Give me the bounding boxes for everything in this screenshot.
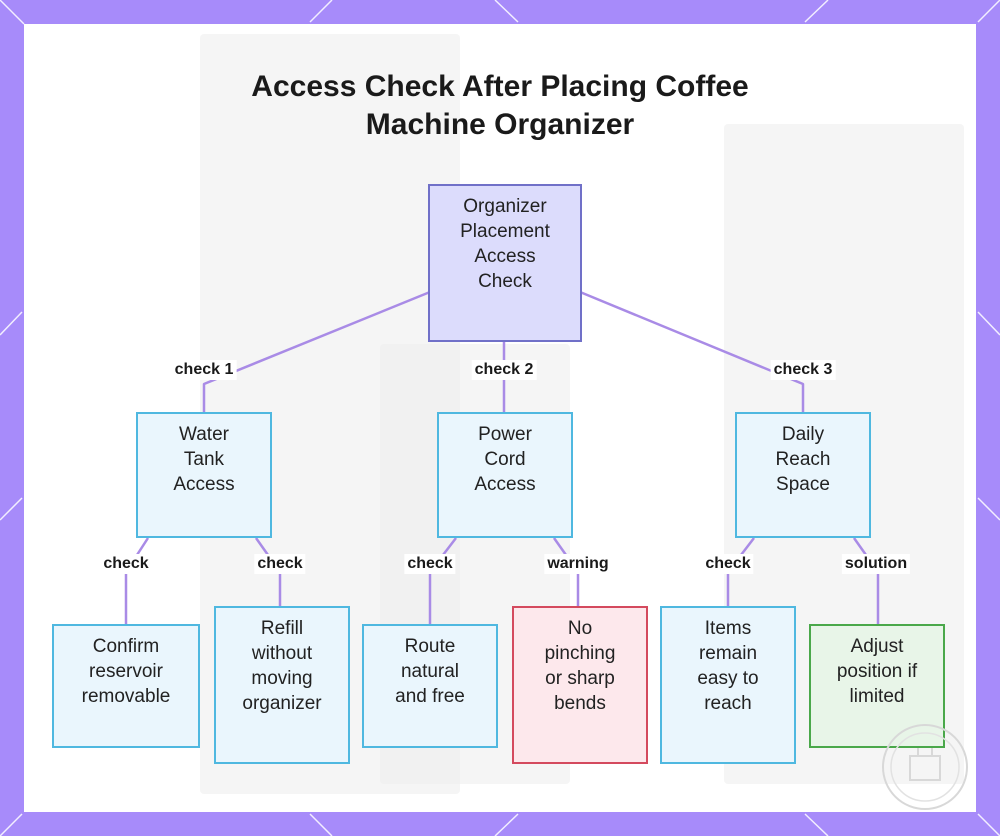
node-items-remain-easy-to-reach: Items remain easy to reach bbox=[660, 606, 796, 764]
node-text: Placement bbox=[460, 221, 550, 242]
edge-water-to-confirm bbox=[124, 537, 150, 624]
node-text: Tank bbox=[183, 449, 225, 470]
diagram-title: Access Check After Placing Coffee Machin… bbox=[24, 68, 976, 144]
edge-label-check: check bbox=[254, 554, 306, 574]
node-text: reservoir bbox=[89, 661, 163, 682]
node-text: Refill bbox=[260, 618, 304, 639]
node-confirm-reservoir-removable: Confirm reservoir removable bbox=[52, 624, 200, 748]
watermark-seal-icon bbox=[882, 724, 968, 810]
node-text: limited bbox=[849, 686, 905, 707]
node-text: removable bbox=[81, 686, 171, 707]
node-organizer-placement-access-check: Organizer Placement Access Check bbox=[428, 184, 582, 342]
node-text: Access bbox=[173, 474, 235, 495]
edge-label-check: check bbox=[404, 554, 456, 574]
node-text: Confirm bbox=[92, 636, 160, 657]
node-text: Check bbox=[478, 271, 532, 292]
node-text: bends bbox=[554, 693, 606, 714]
node-no-pinching-or-sharp-bends: No pinching or sharp bends bbox=[512, 606, 648, 764]
node-text: position if bbox=[836, 661, 918, 682]
edge-label-warning: warning bbox=[544, 554, 612, 574]
node-route-natural-and-free: Route natural and free bbox=[362, 624, 498, 748]
node-text: Items bbox=[704, 618, 752, 639]
edge-label-check: check bbox=[100, 554, 152, 574]
node-text: Adjust bbox=[850, 636, 904, 657]
diagram-canvas: Access Check After Placing Coffee Machin… bbox=[24, 24, 976, 812]
node-text: Organizer bbox=[463, 196, 547, 217]
title-line: Machine Organizer bbox=[365, 108, 635, 141]
node-adjust-position-if-limited: Adjust position if limited bbox=[809, 624, 945, 748]
edge-power-to-route bbox=[428, 537, 457, 624]
node-power-cord-access: Power Cord Access bbox=[437, 412, 573, 538]
node-text: Space bbox=[776, 474, 830, 495]
edge-label-check: check bbox=[702, 554, 754, 574]
node-text: or sharp bbox=[545, 668, 615, 689]
node-text: Water bbox=[179, 424, 229, 445]
node-text: pinching bbox=[544, 643, 616, 664]
title-line: Access Check After Placing Coffee bbox=[251, 70, 749, 103]
node-text: organizer bbox=[242, 693, 322, 714]
node-text: moving bbox=[251, 668, 313, 689]
node-text: natural bbox=[400, 661, 460, 682]
node-text: No bbox=[567, 618, 593, 639]
node-text: Power bbox=[478, 424, 532, 445]
edge-label-check-3: check 3 bbox=[770, 360, 836, 380]
edge-root-to-water-tank bbox=[202, 290, 431, 412]
node-text: Daily bbox=[781, 424, 825, 445]
node-water-tank-access: Water Tank Access bbox=[136, 412, 272, 538]
node-text: Access bbox=[474, 474, 536, 495]
node-text: reach bbox=[704, 693, 752, 714]
node-text: Reach bbox=[775, 449, 831, 470]
node-text: Cord bbox=[484, 449, 526, 470]
edge-label-solution: solution bbox=[841, 554, 911, 574]
node-text: easy to bbox=[697, 668, 759, 689]
node-text: and free bbox=[395, 686, 465, 707]
node-text: without bbox=[251, 643, 313, 664]
node-text: Route bbox=[404, 636, 456, 657]
node-daily-reach-space: Daily Reach Space bbox=[735, 412, 871, 538]
node-text: remain bbox=[698, 643, 758, 664]
node-text: Access bbox=[474, 246, 536, 267]
edge-label-check-1: check 1 bbox=[171, 360, 237, 380]
edge-daily-to-adjust bbox=[852, 537, 880, 624]
edge-label-check-2: check 2 bbox=[471, 360, 537, 380]
edge-root-to-daily-reach bbox=[579, 290, 805, 412]
node-refill-without-moving-organizer: Refill without moving organizer bbox=[214, 606, 350, 764]
